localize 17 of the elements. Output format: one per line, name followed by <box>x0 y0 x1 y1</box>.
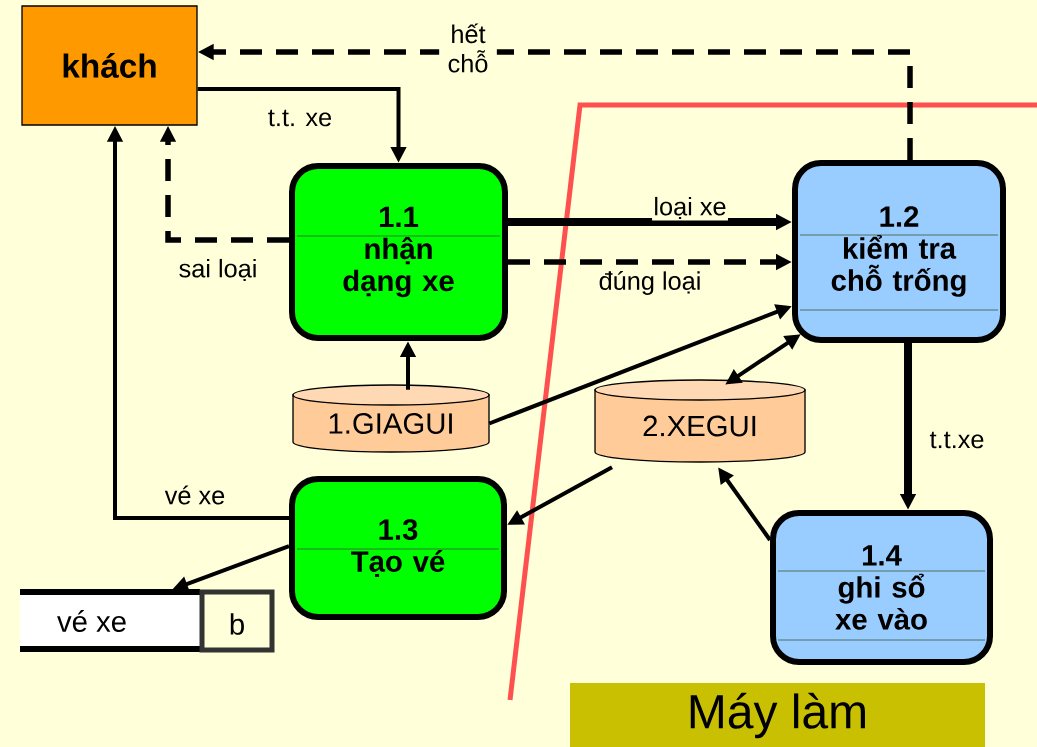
data-store-cylinder: 1.GIAGUI <box>292 384 490 453</box>
data-store: vé xe b <box>20 589 275 653</box>
edge-label: t.t. xe <box>266 108 334 128</box>
process-box: 1.2 kiểm tra chỗ trống <box>792 160 1006 343</box>
edge-label: t.t.xe <box>928 430 986 450</box>
data-store-cylinder: 2.XEGUI <box>594 379 806 463</box>
edge-label: loại xe <box>652 195 728 221</box>
edge-label: đúng loại <box>597 269 703 297</box>
external-entity-box: khách <box>21 5 198 126</box>
note-box: Máy làm <box>570 683 985 747</box>
process-box: 1.3 Tạo vé <box>289 476 507 620</box>
process-box: 1.4 ghi sổ xe vào <box>770 510 993 665</box>
process-box: 1.1 nhận dạng xe <box>289 163 508 341</box>
edge-label: hết chỗ <box>439 22 497 74</box>
edge-label: sai loại <box>177 257 259 283</box>
node-label: b <box>230 613 244 635</box>
edge-label: vé xe <box>163 484 227 506</box>
